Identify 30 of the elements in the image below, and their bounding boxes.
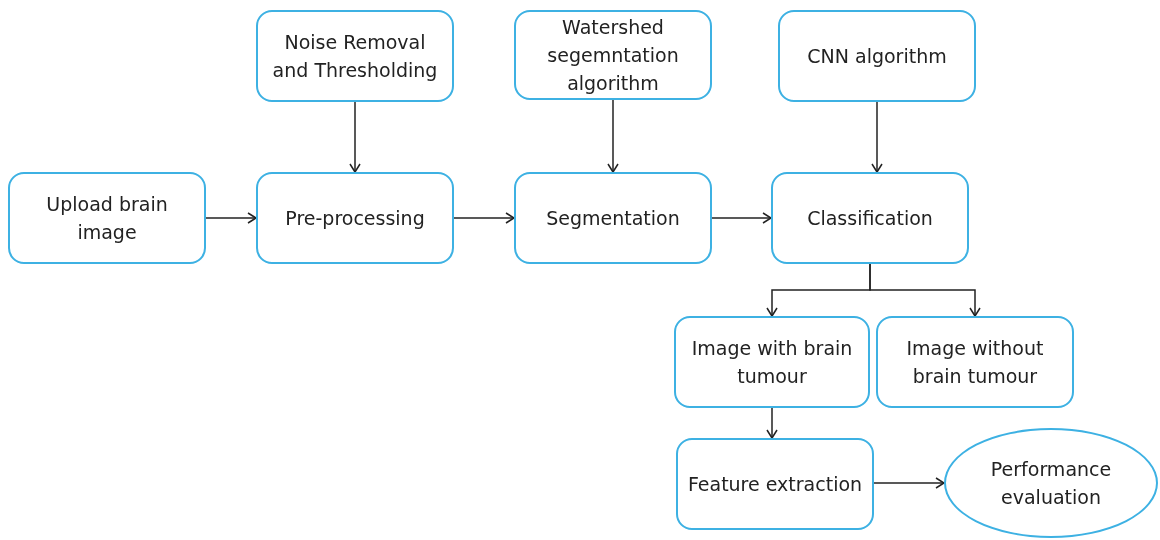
process-box	[514, 172, 712, 264]
arrow	[711, 212, 772, 224]
arrow	[607, 99, 619, 173]
process-box	[514, 10, 712, 100]
process-box	[674, 316, 870, 408]
node-label: Image without brain tumour	[905, 336, 1045, 389]
process-box	[256, 10, 454, 102]
process-box	[778, 10, 976, 102]
process-box	[876, 316, 1074, 408]
process-box	[771, 172, 969, 264]
node-label: Pre-processing	[285, 206, 425, 231]
node-label: Performance evaluation	[989, 457, 1113, 510]
process-box	[676, 438, 874, 530]
node-label: Feature extraction	[687, 472, 863, 497]
process-box	[8, 172, 206, 264]
arrow	[453, 212, 515, 224]
arrow	[869, 263, 981, 317]
arrow	[205, 212, 257, 224]
node-label: Image with brain tumour	[690, 336, 854, 389]
node-label: Noise Removal and Thresholding	[271, 30, 439, 83]
arrow	[871, 101, 883, 173]
node-label: Segmentation	[546, 206, 680, 231]
node-label: Upload brain image	[45, 192, 169, 245]
node-label: Watershed segemntation algorithm	[546, 15, 680, 96]
arrow	[873, 477, 945, 489]
arrow	[766, 407, 778, 439]
node-label: CNN algorithm	[807, 44, 947, 69]
process-box	[256, 172, 454, 264]
node-label: Classification	[807, 206, 933, 231]
arrow	[349, 101, 361, 173]
